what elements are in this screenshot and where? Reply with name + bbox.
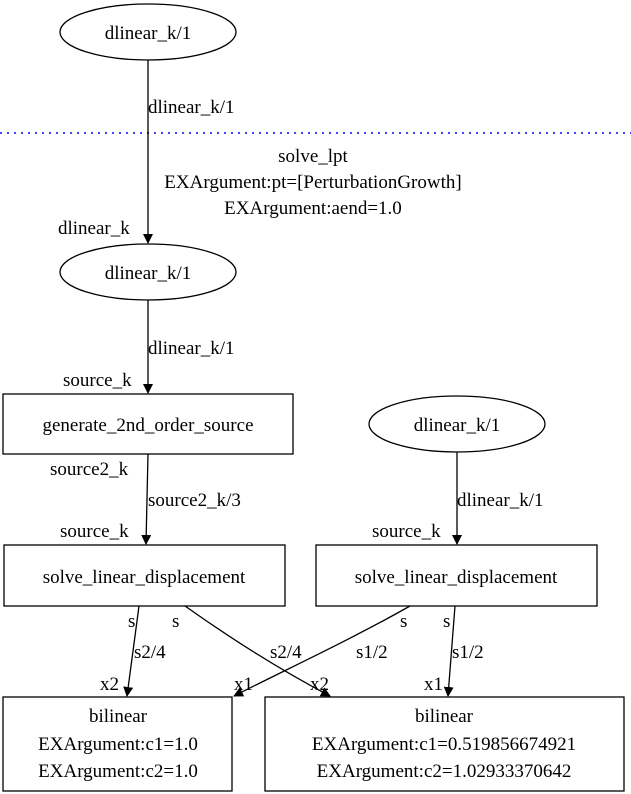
- bilinear-left-box[interactable]: [2, 696, 233, 792]
- edge-solve-right-to-bilinear-right: [443, 605, 456, 697]
- cluster-label-title: solve_lpt: [278, 146, 348, 167]
- bilinear-right-title: bilinear: [415, 706, 474, 727]
- edge-solve-left-to-bilinear-left: [123, 605, 140, 697]
- edge-solve-left-to-bilinear-right: [184, 605, 331, 697]
- edge-label-generate-to-solve: source2_k/3: [148, 490, 241, 511]
- edge-solve-right-to-bilinear-left: [233, 605, 411, 697]
- edge-head-label-top-to-mid: dlinear_k: [58, 218, 130, 239]
- edge-head-label-left-to-bilinear-right: x2: [310, 674, 329, 695]
- bilinear-left-line1: EXArgument:c1=1.0: [38, 734, 198, 755]
- bilinear-right-line1: EXArgument:c1=0.519856674921: [312, 734, 576, 755]
- mid-ellipse-label: dlinear_k/1: [105, 263, 192, 284]
- edge-label-top-to-mid: dlinear_k/1: [148, 97, 235, 118]
- edge-head-label-right-to-bilinear-right: x1: [424, 674, 443, 695]
- bilinear-right-line2: EXArgument:c2=1.02933370642: [317, 761, 572, 782]
- solve-left-box[interactable]: [3, 544, 286, 607]
- bilinear-left-title: bilinear: [89, 706, 148, 727]
- edge-tail-label-left-s-b: s: [172, 611, 179, 632]
- cluster-label-aend: EXArgument:aend=1.0: [224, 198, 402, 219]
- solve-right-box[interactable]: [315, 544, 598, 607]
- edge-label-left-to-bilinear-left: s2/4: [134, 642, 166, 663]
- edge-label-right-to-bilinear-right: s1/2: [452, 642, 484, 663]
- right-ellipse-label: dlinear_k/1: [414, 415, 501, 436]
- edge-tail-label-right-s-a: s: [400, 611, 407, 632]
- edge-label-right-to-bilinear-left: s1/2: [356, 642, 388, 663]
- solve-left-label: solve_linear_displacement: [43, 567, 246, 588]
- edge-label-right-to-solve: dlinear_k/1: [457, 490, 544, 511]
- edge-head-label-generate-to-solve: source_k: [60, 521, 129, 542]
- cluster-label-pt: EXArgument:pt=[PerturbationGrowth]: [164, 172, 461, 193]
- top-ellipse-label: dlinear_k/1: [105, 23, 192, 44]
- edge-head-label-right-to-bilinear-left: x1: [234, 674, 253, 695]
- bilinear-left-line2: EXArgument:c2=1.0: [38, 761, 198, 782]
- edge-head-label-mid-to-generate: source_k: [63, 370, 132, 391]
- edge-label-left-to-bilinear-right: s2/4: [270, 642, 302, 663]
- solve-right-label: solve_linear_displacement: [355, 567, 558, 588]
- edge-tail-label-right-s-b: s: [443, 611, 450, 632]
- bilinear-right-box[interactable]: [264, 696, 625, 792]
- edge-head-label-right-to-solve: source_k: [372, 521, 441, 542]
- edge-label-mid-to-generate: dlinear_k/1: [148, 338, 235, 359]
- edge-tail-label-generate: source2_k: [50, 459, 129, 480]
- edge-generate-to-solve-left: [141, 453, 152, 545]
- generate-source-label: generate_2nd_order_source: [42, 415, 253, 436]
- edge-head-label-left-to-bilinear-left: x2: [100, 674, 119, 695]
- edge-tail-label-left-s-a: s: [128, 611, 135, 632]
